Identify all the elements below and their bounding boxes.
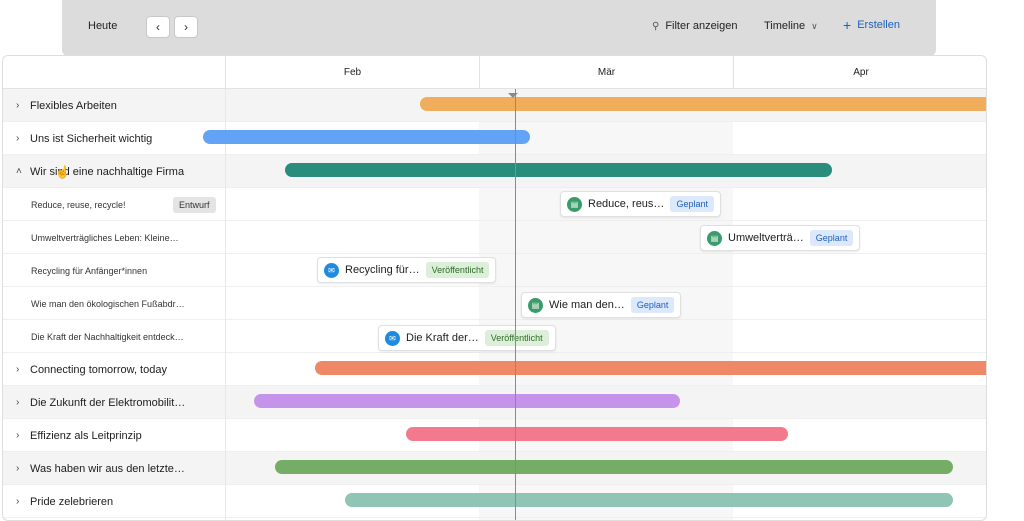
timeline-subrow: Wie man den ökologischen Fußabdr… xyxy=(3,287,986,320)
row-title: Die Zukunft der Elektromobilit… xyxy=(30,396,186,409)
view-select[interactable]: Timeline ∨ xyxy=(764,20,818,32)
row-title: Pride zelebrieren xyxy=(30,495,114,508)
content-card[interactable]: ✉ Recycling für… Veröffentlicht xyxy=(317,257,497,283)
subrow-label[interactable]: Recycling für Anfänger*innen xyxy=(3,254,225,287)
status-badge: Geplant xyxy=(670,196,714,212)
timeline-bar[interactable] xyxy=(315,361,986,375)
chevron-right-icon[interactable]: › xyxy=(16,364,20,375)
toolbar: Heute ‹ › ⚲ Filter anzeigen Timeline ∨ +… xyxy=(62,0,936,56)
filter-button[interactable]: ⚲ Filter anzeigen xyxy=(652,20,737,32)
next-button[interactable]: › xyxy=(174,16,198,38)
doc-icon: ▤ xyxy=(528,297,543,313)
chevron-right-icon[interactable]: › xyxy=(16,100,20,111)
status-badge: Geplant xyxy=(809,230,854,246)
timeline-bar[interactable] xyxy=(345,493,953,507)
timeline-row: › Pride zelebrieren xyxy=(3,485,986,518)
row-label[interactable]: › Was haben wir aus den letzte… xyxy=(3,452,225,485)
row-title: Connecting tomorrow, today xyxy=(30,363,167,376)
card-title: Reduce, reus… xyxy=(588,198,665,210)
chevron-up-icon[interactable]: ˄ xyxy=(16,166,22,177)
timeline-bar[interactable] xyxy=(275,460,953,474)
timeline-bar[interactable] xyxy=(203,130,530,144)
subrow-label[interactable]: Wie man den ökologischen Fußabdr… xyxy=(3,287,225,320)
timeline-subrow: Reduce, reuse, recycle! Entwurf xyxy=(3,188,986,221)
chevron-right-icon: › xyxy=(184,20,188,34)
pointer-cursor-icon: ☝ xyxy=(55,165,70,179)
content-card[interactable]: ✉ Die Kraft der… Veröffentlicht xyxy=(378,325,556,351)
today-marker-icon xyxy=(508,93,518,98)
row-title: Effizienz als Leitprinzip xyxy=(30,429,142,442)
column-divider xyxy=(225,89,226,520)
doc-icon: ▤ xyxy=(567,196,582,212)
subrow-title: Reduce, reuse, recycle! xyxy=(31,199,126,210)
card-title: Die Kraft der… xyxy=(406,332,479,344)
month-feb: Feb xyxy=(225,56,479,89)
subrow-title: Wie man den ökologischen Fußabdr… xyxy=(31,298,185,309)
today-button[interactable]: Heute xyxy=(88,20,118,32)
plus-icon: + xyxy=(843,17,852,33)
timeline-row: › Effizienz als Leitprinzip xyxy=(3,419,986,452)
create-label: Erstellen xyxy=(857,19,900,31)
content-card[interactable]: ▤ Reduce, reus… Geplant xyxy=(560,191,721,217)
subrow-title: Umweltverträgliches Leben: Kleine… xyxy=(31,232,179,243)
timeline-row: › Uns ist Sicherheit wichtig xyxy=(3,122,986,155)
row-title: Wir sind eine nachhaltige Firma xyxy=(30,165,185,178)
doc-icon: ▤ xyxy=(707,230,722,246)
timeline-bar[interactable] xyxy=(420,97,986,111)
status-badge: Veröffentlicht xyxy=(484,330,549,346)
row-title: Was haben wir aus den letzte… xyxy=(30,462,185,475)
row-label[interactable]: › Die Zukunft der Elektromobilit… xyxy=(3,386,225,419)
timeline-subrow: Die Kraft der Nachhaltigkeit entdeck… xyxy=(3,320,986,353)
subrow-title: Die Kraft der Nachhaltigkeit entdeck… xyxy=(31,331,184,342)
mail-icon: ✉ xyxy=(385,330,400,346)
filter-icon: ⚲ xyxy=(652,20,660,32)
month-mar: Mär xyxy=(479,56,733,89)
view-label: Timeline xyxy=(764,20,806,32)
row-label[interactable]: › Uns ist Sicherheit wichtig xyxy=(3,122,225,155)
chevron-right-icon[interactable]: › xyxy=(16,430,20,441)
month-apr: Apr xyxy=(733,56,986,89)
subrow-label[interactable]: Umweltverträgliches Leben: Kleine… xyxy=(3,221,225,254)
mail-icon: ✉ xyxy=(324,262,339,278)
timeline-bar[interactable] xyxy=(254,394,680,408)
row-label[interactable]: › Effizienz als Leitprinzip xyxy=(3,419,225,452)
today-line xyxy=(515,89,516,520)
timeline-row: › Die Zukunft der Elektromobilit… xyxy=(3,386,986,419)
timeline-subrow: Umweltverträgliches Leben: Kleine… xyxy=(3,221,986,254)
chevron-left-icon: ‹ xyxy=(156,20,160,34)
chevron-right-icon[interactable]: › xyxy=(16,463,20,474)
subrow-label[interactable]: Reduce, reuse, recycle! xyxy=(3,188,225,221)
subrow-label[interactable]: Die Kraft der Nachhaltigkeit entdeck… xyxy=(3,320,225,353)
filter-label: Filter anzeigen xyxy=(665,20,738,32)
draft-badge: Entwurf xyxy=(173,197,216,213)
row-title: Uns ist Sicherheit wichtig xyxy=(30,132,153,145)
card-title: Wie man den… xyxy=(549,299,625,311)
timeline-bar[interactable] xyxy=(406,427,788,441)
status-badge: Veröffentlicht xyxy=(425,262,490,278)
month-header: Feb Mär Apr xyxy=(3,56,986,89)
create-button[interactable]: + Erstellen xyxy=(843,17,900,33)
card-title: Umweltverträ… xyxy=(728,232,804,244)
previous-button[interactable]: ‹ xyxy=(146,16,170,38)
row-label[interactable]: › Flexibles Arbeiten xyxy=(3,89,225,122)
subrow-title: Recycling für Anfänger*innen xyxy=(31,265,148,276)
timeline-bar[interactable] xyxy=(285,163,832,177)
row-title: Flexibles Arbeiten xyxy=(30,99,117,112)
content-card[interactable]: ▤ Umweltverträ… Geplant xyxy=(700,225,861,251)
timeline-panel: Feb Mär Apr › Flexibles Arbeiten › Uns ist… xyxy=(2,55,987,521)
row-label[interactable]: ˄ Wir sind eine nachhaltige Firma xyxy=(3,155,225,188)
chevron-right-icon[interactable]: › xyxy=(16,133,20,144)
chevron-down-icon: ∨ xyxy=(811,20,818,31)
chevron-right-icon[interactable]: › xyxy=(16,397,20,408)
row-label[interactable]: › Pride zelebrieren xyxy=(3,485,225,518)
timeline-row: › Connecting tomorrow, today xyxy=(3,353,986,386)
card-title: Recycling für… xyxy=(345,264,420,276)
chevron-right-icon[interactable]: › xyxy=(16,496,20,507)
content-card[interactable]: ▤ Wie man den… Geplant xyxy=(521,292,682,318)
row-label[interactable]: › Connecting tomorrow, today xyxy=(3,353,225,386)
status-badge: Geplant xyxy=(630,297,675,313)
timeline-subrow: Recycling für Anfänger*innen xyxy=(3,254,986,287)
